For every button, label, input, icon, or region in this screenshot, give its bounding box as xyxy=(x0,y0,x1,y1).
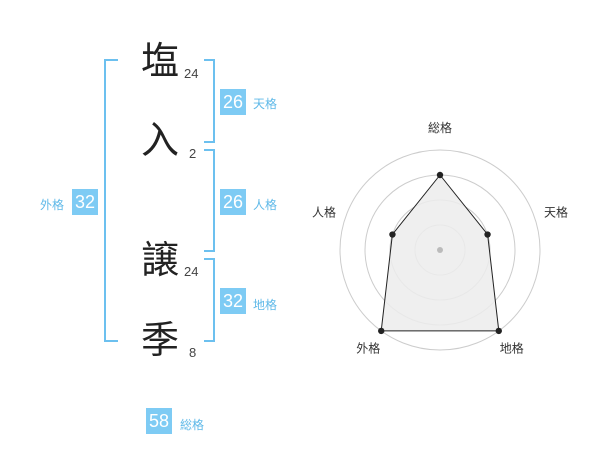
stroke-count-1: 24 xyxy=(184,66,199,81)
tenkaku-label: 天格 xyxy=(253,97,278,111)
tenkaku-bracket xyxy=(204,59,215,143)
soukaku-value: 58 xyxy=(146,408,172,434)
radar-axis-label: 総格 xyxy=(428,120,452,135)
radar-ring xyxy=(339,149,541,351)
radar-center-dot xyxy=(437,247,443,253)
gaikaku-label: 外格 xyxy=(40,198,65,212)
name-char-1: 塩 xyxy=(141,39,180,83)
jinkaku-label: 人格 xyxy=(253,198,278,212)
radar-point xyxy=(378,327,385,335)
radar-axis-label: 外格 xyxy=(356,341,380,356)
chikaku-bracket xyxy=(204,258,215,342)
radar-axis-label: 地格 xyxy=(500,341,524,356)
gaikaku-bracket xyxy=(104,59,118,342)
gaikaku-value: 32 xyxy=(72,189,98,215)
chikaku-label: 地格 xyxy=(253,298,278,312)
name-char-2: 入 xyxy=(141,118,180,162)
stroke-count-4: 8 xyxy=(189,345,197,360)
chikaku-value: 32 xyxy=(220,288,246,314)
soukaku-label: 総格 xyxy=(180,418,205,432)
radar-axis-label: 人格 xyxy=(312,204,336,219)
jinkaku-bracket xyxy=(204,149,215,252)
jinkaku-value: 26 xyxy=(220,189,246,215)
radar-point xyxy=(436,171,444,179)
name-char-4: 季 xyxy=(141,318,180,362)
stroke-count-2: 2 xyxy=(189,146,197,161)
radar-point xyxy=(495,327,502,335)
radar-point xyxy=(389,231,396,238)
radar-axis-label: 天格 xyxy=(544,204,568,219)
name-char-3: 譲 xyxy=(141,238,180,282)
tenkaku-value: 26 xyxy=(220,89,246,115)
stroke-count-3: 24 xyxy=(184,264,199,279)
radar-point xyxy=(484,231,491,238)
